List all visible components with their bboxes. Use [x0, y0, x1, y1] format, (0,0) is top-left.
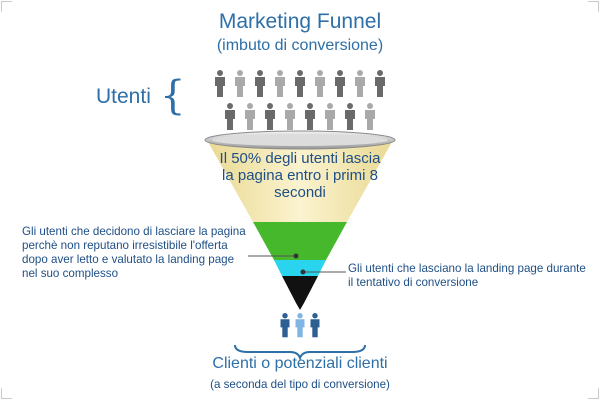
funnel-section-green [253, 222, 347, 260]
person-icon [365, 103, 375, 130]
clients-title: Clienti o potenziali clienti [212, 355, 388, 372]
person-icon [315, 70, 325, 97]
users-crowd [215, 70, 385, 130]
frame-corner-top-right [588, 1, 599, 12]
frame-corner-bottom-left [1, 388, 12, 399]
funnel-main-text: Il 50% degli utenti lascia la pagina ent… [219, 150, 381, 201]
person-icon [225, 103, 235, 130]
person-icon [375, 70, 385, 97]
person-icon [295, 70, 305, 97]
person-icon [305, 103, 315, 130]
clients-brace [234, 344, 366, 362]
person-icon [355, 70, 365, 97]
leader-right [300, 269, 346, 275]
person-icon [275, 70, 285, 97]
clients-subtitle: (a seconda del tipo di conversione) [210, 378, 390, 391]
users-brace: { [160, 73, 186, 119]
person-icon [310, 313, 320, 338]
funnel-section-black [282, 276, 318, 310]
person-icon [345, 103, 355, 130]
person-icon [280, 313, 290, 338]
person-icon [265, 103, 275, 130]
funnel-rim-inner [212, 134, 388, 146]
leader-left [248, 253, 299, 259]
frame-corner-top-left [1, 1, 12, 12]
left-annotation: Gli utenti che decidono di lasciare la p… [22, 225, 246, 280]
diagram-subtitle: (imbuto di conversione) [216, 37, 384, 54]
person-icon [335, 70, 345, 97]
right-annotation: Gli utenti che lasciano la landing page … [348, 262, 586, 289]
person-icon [295, 313, 305, 338]
clients-group [280, 313, 320, 338]
funnel-section-beige [207, 140, 393, 222]
person-icon [285, 103, 295, 130]
frame-corner-bottom-right [588, 388, 599, 399]
person-icon [325, 103, 335, 130]
funnel-section-cyan [274, 260, 326, 276]
funnel [204, 130, 396, 310]
person-icon [215, 70, 225, 97]
diagram-title: Marketing Funnel [218, 10, 382, 33]
person-icon [255, 70, 265, 97]
users-label: Utenti [96, 85, 151, 108]
person-icon [245, 103, 255, 130]
person-icon [235, 70, 245, 97]
